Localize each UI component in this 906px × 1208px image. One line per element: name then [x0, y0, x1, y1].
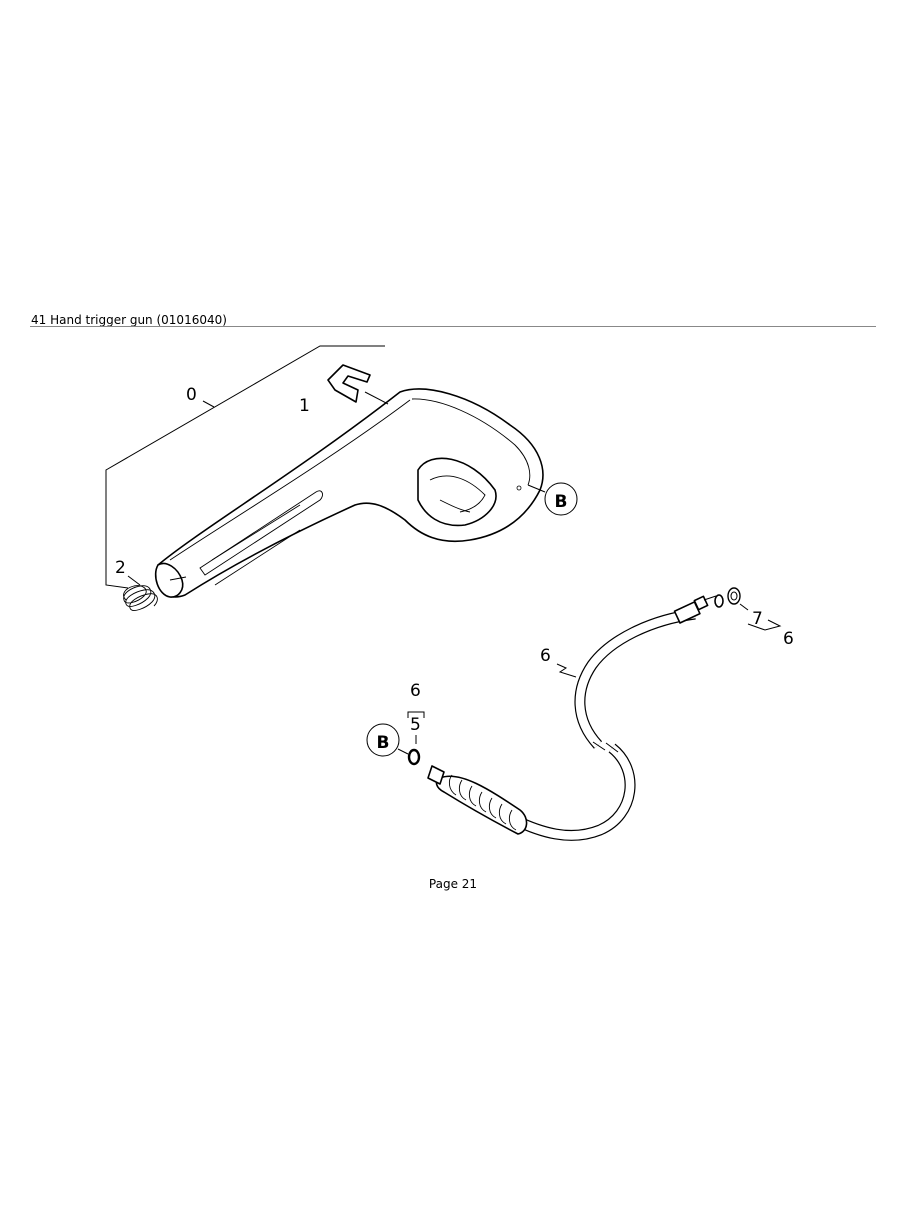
- header-divider: [30, 326, 876, 327]
- assembly-bracket-0: [105, 345, 385, 589]
- ref-b-hose-label: B: [377, 733, 390, 753]
- callout-6-hose: 6: [540, 646, 551, 666]
- retaining-clip: [327, 364, 389, 405]
- callout-6-hose-end: 6: [783, 629, 794, 649]
- hose-callout-leader: [556, 663, 577, 678]
- page-number: Page 21: [428, 877, 478, 891]
- spring: [123, 575, 158, 611]
- hose-end-seals: [714, 587, 782, 631]
- high-pressure-hose: [427, 595, 717, 841]
- reference-b-gun: B: [527, 482, 578, 516]
- callout-0: 0: [186, 385, 197, 405]
- callout-7: 7: [752, 609, 763, 629]
- trigger-gun-body: [154, 388, 544, 598]
- page-title: 41 Hand trigger gun (01016040): [31, 313, 227, 327]
- callout-6-oring: 6: [410, 681, 421, 701]
- callout-2: 2: [115, 558, 126, 578]
- oring-and-reference-b: B: [366, 711, 425, 766]
- ref-b-gun-label: B: [555, 492, 568, 512]
- callout-5: 5: [410, 715, 421, 735]
- callout-1: 1: [299, 396, 310, 416]
